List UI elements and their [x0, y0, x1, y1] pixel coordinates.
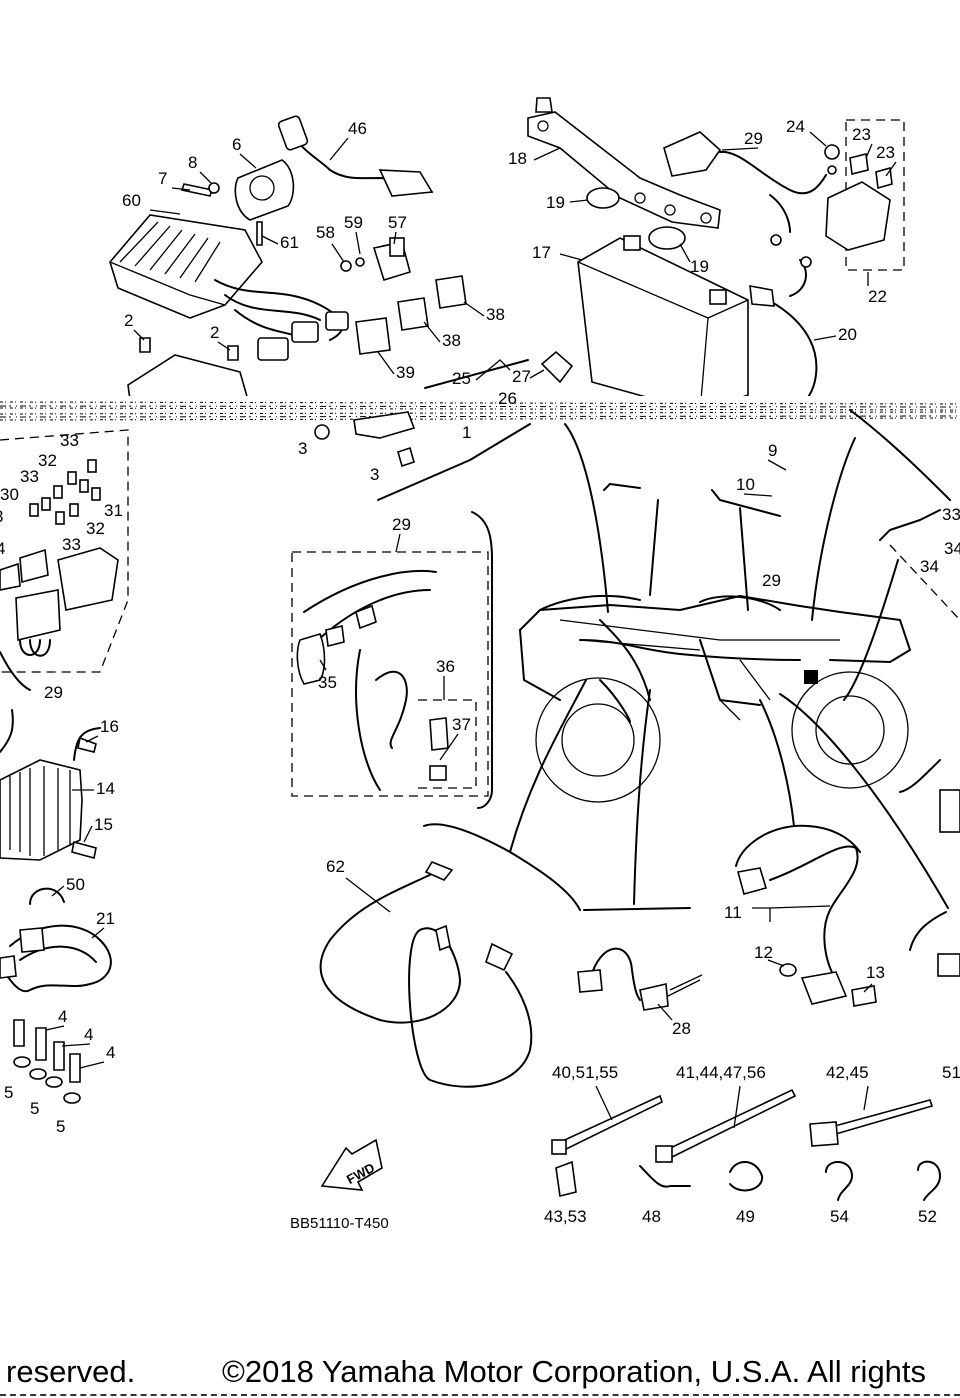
callout: 14	[96, 779, 115, 798]
leader-lines	[45, 131, 897, 1129]
callout: 23	[876, 143, 895, 162]
callout: 15	[94, 815, 113, 834]
lower-sensors	[319, 789, 960, 1088]
callout: 1	[462, 423, 471, 442]
callout: 29	[762, 571, 781, 590]
callout: 62	[326, 857, 345, 876]
callout: 3	[370, 465, 379, 484]
callout: 17	[532, 243, 551, 262]
callout: 12	[754, 943, 773, 962]
callout: 33	[942, 505, 960, 524]
callout: 22	[868, 287, 887, 306]
footer-reserved-text: reserved.	[6, 1354, 136, 1389]
callout: 21	[96, 909, 115, 928]
callout: 39	[396, 363, 415, 382]
callout: 28	[672, 1019, 691, 1038]
cable-ties	[551, 1088, 941, 1201]
callout: 60	[122, 191, 141, 210]
callout: 13	[866, 963, 885, 982]
scan-noise-band	[0, 396, 960, 426]
harness-detail	[291, 511, 493, 809]
callout: 48	[642, 1207, 661, 1226]
callout: 36	[436, 657, 455, 676]
callout: 9	[768, 441, 777, 460]
callout: 40,51,55	[552, 1063, 618, 1082]
callout: 29	[392, 515, 411, 534]
callout: 26	[498, 389, 517, 408]
callout: 10	[736, 475, 755, 494]
diagram-code: BB51110-T450	[290, 1215, 389, 1232]
callout: 18	[508, 149, 527, 168]
callout: 25	[452, 369, 471, 388]
callout: 2	[210, 323, 219, 342]
ignition-coil	[234, 159, 295, 221]
atv-vehicle	[423, 409, 960, 951]
callout: 6	[232, 135, 241, 154]
callout: 43,53	[544, 1207, 587, 1226]
copyright-footer: reserved. ©2018 Yamaha Motor Corporation…	[0, 1350, 960, 1398]
callout: 5	[30, 1099, 39, 1118]
callout: 4	[0, 539, 5, 558]
callout: 5	[4, 1083, 13, 1102]
callout: 34	[920, 557, 939, 576]
starter-relay	[825, 181, 891, 251]
callout: 58	[316, 223, 335, 242]
callout: 33	[20, 467, 39, 486]
callout: 27	[512, 367, 531, 386]
callout: 2	[124, 311, 133, 330]
callout: 24	[786, 117, 805, 136]
callout: 29	[44, 683, 63, 702]
callout: 51	[942, 1063, 960, 1082]
ecu-unit	[109, 214, 263, 319]
callout: 34	[944, 539, 960, 558]
callout: 35	[318, 673, 337, 692]
callout: 7	[158, 169, 167, 188]
callout: 32	[38, 451, 57, 470]
callout: 61	[280, 233, 299, 252]
footer-divider	[0, 1394, 960, 1396]
battery-group	[424, 97, 905, 413]
callout: 50	[66, 875, 85, 894]
callout: 8	[188, 153, 197, 172]
callout: 33	[60, 431, 79, 450]
callout: 5	[56, 1117, 65, 1136]
callout: 16	[100, 717, 119, 736]
callout: 38	[442, 331, 461, 350]
callout: 30	[0, 485, 19, 504]
footer-copyright-text: ©2018 Yamaha Motor Corporation, U.S.A. A…	[222, 1354, 927, 1389]
callout: 33	[62, 535, 81, 554]
forward-arrow: FWD	[320, 1138, 383, 1191]
callout: 23	[852, 125, 871, 144]
callout: 57	[388, 213, 407, 232]
callout: 4	[58, 1007, 67, 1026]
callout-numbers: 46 6 8 7 60 61 58 59 57 38 38 39 2 2 18 …	[0, 117, 960, 1226]
callout: 20	[838, 325, 857, 344]
callout: 19	[690, 257, 709, 276]
callout: 11	[724, 903, 742, 922]
callout: 41,44,47,56	[676, 1063, 766, 1082]
ecu-group	[109, 115, 467, 401]
battery	[577, 237, 749, 413]
callout: 49	[736, 1207, 755, 1226]
callout: 19	[546, 193, 565, 212]
battery-bracket	[527, 111, 721, 229]
lead-wire-62	[319, 869, 533, 1088]
callout: 3	[298, 439, 307, 458]
callout: 54	[830, 1207, 849, 1226]
callout: 4	[106, 1043, 115, 1062]
callout: 37	[452, 715, 471, 734]
callout: 29	[744, 129, 763, 148]
callout: 38	[486, 305, 505, 324]
callout: 42,45	[826, 1063, 869, 1082]
callout: 32	[86, 519, 105, 538]
callout: 59	[344, 213, 363, 232]
regulator-group	[0, 709, 112, 1104]
callout: 52	[918, 1207, 937, 1226]
callout: 31	[104, 501, 123, 520]
fuse-box-group	[0, 411, 609, 691]
callout: 3	[0, 507, 3, 526]
callout: 4	[84, 1025, 93, 1044]
callout: 46	[348, 119, 367, 138]
